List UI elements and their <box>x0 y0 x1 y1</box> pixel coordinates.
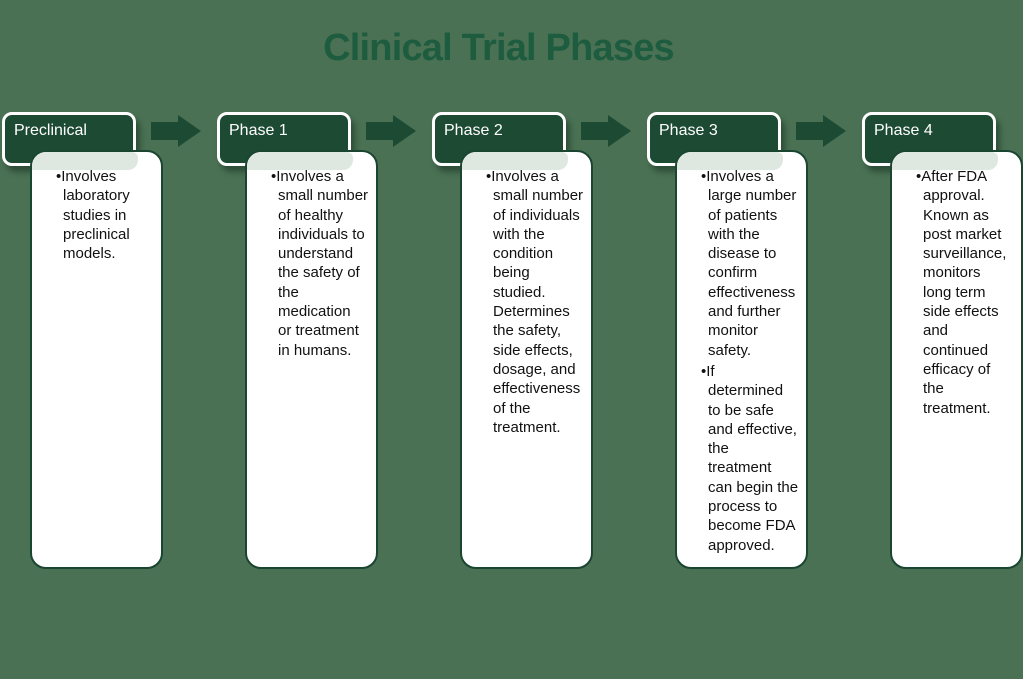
phase-card: After FDA approval. Known as post market… <box>890 150 1023 569</box>
phase-bullet-list: Involves laboratory studies in preclinic… <box>32 167 159 263</box>
phase-bullet-list: After FDA approval. Known as post market… <box>892 167 1019 418</box>
bullet-item: After FDA approval. Known as post market… <box>904 167 1015 418</box>
phase-card: Involves a small number of individuals w… <box>460 150 593 569</box>
phase-header-label: Preclinical <box>14 122 87 139</box>
right-arrow-icon <box>796 115 846 147</box>
page-title: Clinical Trial Phases <box>323 27 675 69</box>
bullet-item: Involves a small number of individuals w… <box>474 167 585 437</box>
phase-bullet-list: Involves a small number of individuals w… <box>462 167 589 437</box>
header-overlap-band <box>32 152 138 170</box>
bullet-item: If determined to be safe and effective, … <box>689 362 800 555</box>
bullet-item: Involves laboratory studies in preclinic… <box>44 167 155 263</box>
bullet-item: Involves a large number of patients with… <box>689 167 800 360</box>
right-arrow-icon <box>581 115 631 147</box>
phase-header-label: Phase 4 <box>874 122 933 139</box>
right-arrow-icon <box>151 115 201 147</box>
phase-bullet-list: Involves a small number of healthy indiv… <box>247 167 374 360</box>
phase-card: Involves a small number of healthy indiv… <box>245 150 378 569</box>
header-overlap-band <box>247 152 353 170</box>
bottom-edge <box>0 679 1023 682</box>
phase-card: Involves a large number of patients with… <box>675 150 808 569</box>
phase-header-label: Phase 2 <box>444 122 503 139</box>
bullet-item: Involves a small number of healthy indiv… <box>259 167 370 360</box>
phase-bullet-list: Involves a large number of patients with… <box>677 167 804 555</box>
phase-header-label: Phase 1 <box>229 122 288 139</box>
phase-card: Involves laboratory studies in preclinic… <box>30 150 163 569</box>
right-arrow-icon <box>366 115 416 147</box>
header-overlap-band <box>892 152 998 170</box>
header-overlap-band <box>462 152 568 170</box>
header-overlap-band <box>677 152 783 170</box>
phase-header-label: Phase 3 <box>659 122 718 139</box>
